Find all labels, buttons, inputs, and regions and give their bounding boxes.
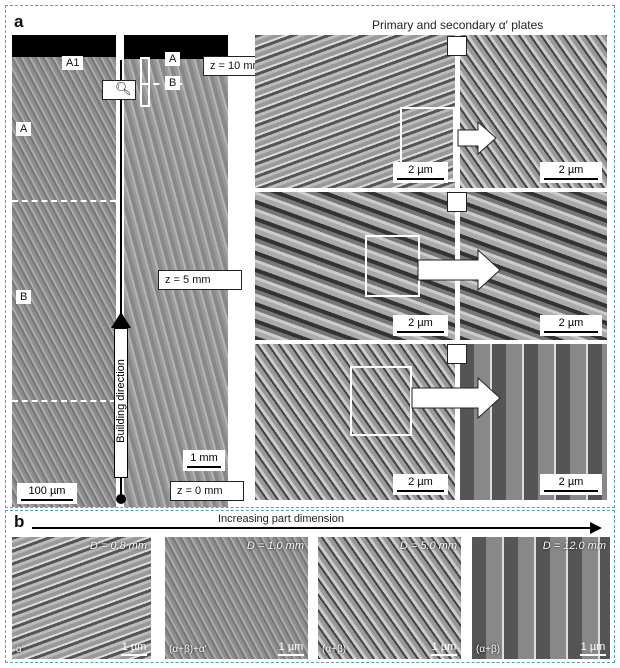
mount-dark-region: [12, 35, 116, 57]
panel-b-frame: [5, 510, 615, 663]
region-label-a1: A1: [62, 56, 84, 70]
z-label-bottom: z = 0 mm: [170, 481, 244, 501]
marker-square: [447, 36, 467, 56]
increasing-dimension-arrow: [32, 527, 592, 529]
scale-bar: 2 µm: [540, 315, 602, 336]
z-label-middle: z = 5 mm: [158, 270, 242, 290]
building-direction-label: Building direction: [114, 328, 128, 478]
micrograph-b-1: D = 0.8 mm α′ 1 µm: [12, 537, 151, 659]
marker-square: [447, 344, 467, 364]
scale-bar: 2 µm: [540, 162, 602, 183]
marker-square: [447, 192, 467, 212]
zoom-arrows-right: [411, 120, 501, 420]
panel-a-label: a: [14, 12, 24, 31]
region-boundary: [142, 83, 182, 85]
axis-line: [120, 60, 122, 500]
region-label-b: B: [16, 290, 32, 304]
micrograph-left: [12, 35, 116, 507]
scale-bar: 2 µm: [393, 474, 448, 495]
magnifier-icon: 🔍︎: [115, 81, 132, 96]
panel-b-label: b: [14, 512, 25, 531]
scale-bar-middle: 1 mm: [183, 450, 225, 471]
building-direction-arrowhead: [111, 312, 131, 328]
annotation-text: Primary and secondary α′ plates: [372, 18, 544, 32]
scale-bar: 2 µm: [393, 162, 448, 183]
micrograph-b-3: D = 5.0 mm (α+β) 1 µm: [318, 537, 461, 659]
region-boundary: [12, 400, 116, 402]
scale-bar-left: 100 µm: [17, 483, 77, 504]
zoom-box: [350, 366, 412, 436]
micrograph-b-2: D = 1.0 mm (α+β)+α′ 1 µm: [165, 537, 308, 659]
increasing-dimension-label: Increasing part dimension: [218, 513, 344, 525]
micrograph-b-4: D = 12.0 mm (α+β) 1 µm: [472, 537, 610, 659]
region-boundary: [12, 200, 116, 202]
sample-strip: [140, 57, 150, 107]
scale-bar: 2 µm: [540, 474, 602, 495]
axis-origin-dot: [116, 494, 126, 504]
mid-region-label-b: B: [165, 76, 181, 90]
mid-region-label-a: A: [165, 52, 181, 66]
panel-a-frame: [5, 5, 615, 508]
arrowhead: [590, 522, 602, 534]
region-label-a: A: [16, 122, 32, 136]
zoom-arrow-left: 🔍︎: [102, 80, 136, 100]
scale-bar: 2 µm: [393, 315, 448, 336]
